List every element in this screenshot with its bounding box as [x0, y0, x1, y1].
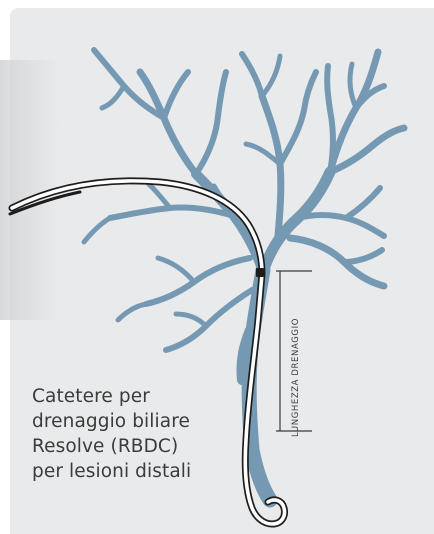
duct-branch-r8 — [327, 66, 333, 172]
duct-branch-r5 — [346, 188, 380, 218]
duct-branch-l4 — [196, 72, 226, 174]
duct-branch-r7 — [344, 250, 382, 262]
left-hepatic-duct — [196, 174, 263, 272]
radiopaque-marker — [256, 268, 264, 277]
duct-branch-l11 — [176, 314, 206, 326]
catheter-caption: Catetere per drenaggio biliare Resolve (… — [32, 384, 252, 484]
duct-branch-r9 — [350, 64, 356, 108]
duct-branch-l13 — [84, 218, 110, 242]
duct-branch-l3 — [164, 72, 188, 118]
drainage-length-label: LUNGHEZZA DRENAGGIO — [291, 318, 301, 437]
duct-branch-c3 — [242, 54, 262, 96]
caption-line-4: per lesioni distali — [32, 459, 252, 484]
caption-line-2: drenaggio biliare — [32, 409, 252, 434]
right-hepatic-duct — [263, 172, 330, 272]
duct-branch-l9 — [158, 258, 194, 282]
duct-branch-l1 — [140, 72, 196, 174]
drainage-length-bracket: LUNGHEZZA DRENAGGIO — [276, 271, 312, 437]
duct-branch-r1 — [330, 52, 378, 172]
duct-branch-l8 — [146, 258, 250, 304]
caption-line-1: Catetere per — [32, 384, 252, 409]
duct-branch-l10 — [166, 290, 252, 350]
duct-branch-r6 — [290, 238, 384, 286]
duct-branch-c4 — [262, 56, 280, 96]
duct-branch-c2 — [280, 72, 316, 164]
duct-branch-l14 — [118, 304, 146, 320]
duct-branch-r4 — [298, 215, 384, 236]
caption-line-3: Resolve (RBDC) — [32, 434, 252, 459]
duct-branch-l5 — [102, 86, 124, 108]
